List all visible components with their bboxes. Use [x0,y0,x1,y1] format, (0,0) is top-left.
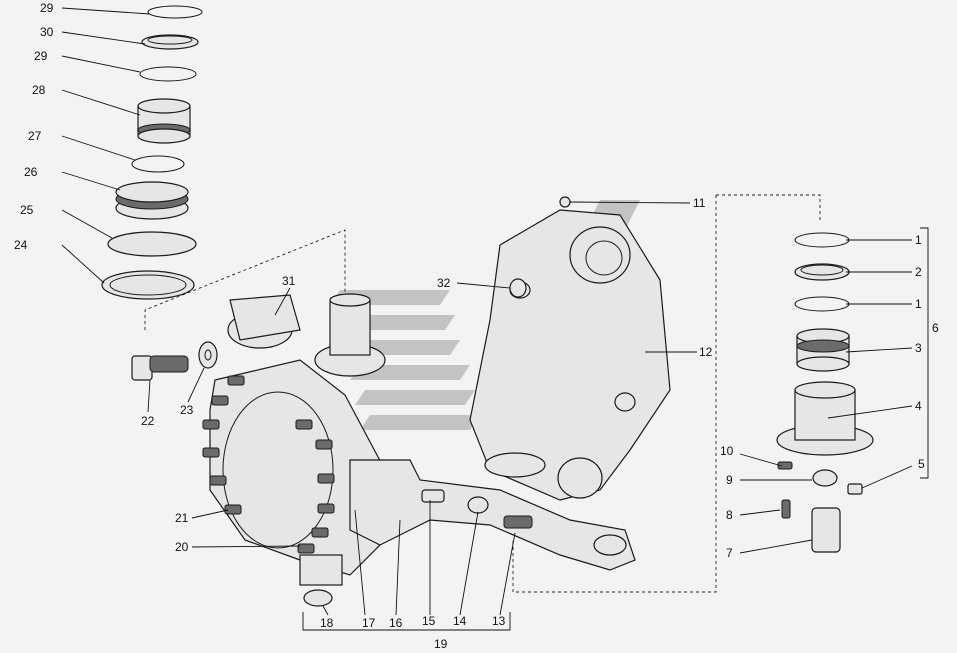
callout-25: 25 [20,203,34,217]
ring-30 [141,34,199,50]
bushing-32 [509,278,527,298]
bolt-22-and-washer-23 [131,341,218,381]
callout-4: 4 [915,399,922,413]
right-parts [776,232,874,553]
leader-lines [61,7,913,616]
ring-25 [107,231,197,257]
callout-12: 12 [699,345,713,359]
fitting-11 [559,196,571,208]
grease-fitting-5 [847,483,863,495]
callout-13: 13 [492,614,506,628]
upper-left-parts [101,5,203,300]
callout-26: 26 [24,165,38,179]
callout-30: 30 [40,25,54,39]
callout-14: 14 [453,614,467,628]
callout-15: 15 [422,614,436,628]
bolt-8 [781,499,791,519]
callout-3: 3 [915,341,922,355]
steering-knuckle-12 [469,209,671,501]
callout-5: 5 [918,457,925,471]
callout-19: 19 [434,637,448,651]
callout-10: 10 [720,444,734,458]
callout-2: 2 [915,265,922,279]
ring-27 [131,155,185,173]
snap-ring-1 [794,296,850,312]
callout-27: 27 [28,129,42,143]
callout-1: 1 [915,297,922,311]
callout-18: 18 [320,616,334,630]
callout-11: 11 [693,196,706,210]
plug-7 [811,507,841,553]
callout-labels: 29 30 29 28 27 26 25 24 31 22 23 21 20 1… [14,1,939,651]
callout-29-top: 29 [40,1,54,15]
callout-20: 20 [175,540,189,554]
callout-32: 32 [437,276,451,290]
assembly-axis-lines [144,194,821,593]
callout-22: 22 [141,414,155,428]
nut-9 [812,469,838,487]
callout-31: 31 [282,274,296,288]
callout-1-top: 1 [915,233,922,247]
callout-29: 29 [34,49,48,63]
studs-21 [202,375,335,554]
callout-16: 16 [389,616,403,630]
seal-24 [101,270,195,300]
steering-arm [349,459,636,571]
callout-23: 23 [180,403,194,417]
plug-18 [303,589,333,607]
callout-28: 28 [32,83,46,97]
callout-24: 24 [14,238,28,252]
callout-8: 8 [726,508,733,522]
knuckle-housing [209,293,386,586]
callout-7: 7 [726,546,733,560]
snap-ring-1-top [794,232,850,248]
pin-10 [777,461,793,470]
snap-ring-29-top [147,5,203,19]
callout-21: 21 [175,511,189,525]
snap-ring-29 [139,66,197,82]
callout-9: 9 [726,473,733,487]
callout-6: 6 [932,321,939,335]
callout-17: 17 [362,616,376,630]
